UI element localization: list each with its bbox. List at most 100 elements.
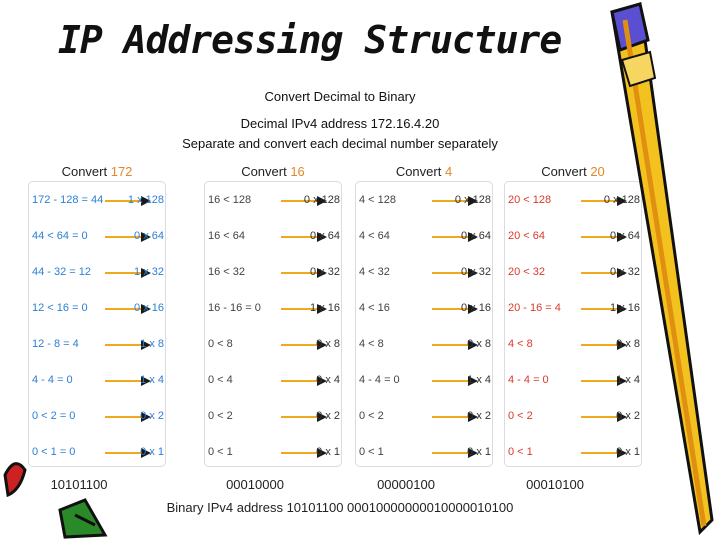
arrow-icon [105, 448, 151, 458]
arrow-icon [281, 448, 327, 458]
step-expression: 172 - 128 = 44 [32, 194, 104, 206]
step-expression: 0 < 1 [359, 446, 384, 458]
conversion-row: 0 < 8 0 x 8 [205, 335, 343, 355]
step-expression: 20 - 16 = 4 [508, 302, 561, 314]
arrow-icon [281, 304, 327, 314]
arrow-icon [581, 340, 627, 350]
bit-value: 0 x 8 [316, 338, 340, 350]
bit-value: 1 x 4 [616, 374, 640, 386]
arrow-icon [581, 304, 627, 314]
arrow-icon [432, 304, 478, 314]
bit-value: 0 x 64 [461, 230, 491, 242]
arrow-icon [105, 376, 151, 386]
bit-value: 0 x 128 [603, 194, 640, 206]
bit-value: 0 x 128 [454, 194, 491, 206]
bit-value: 0 x 64 [310, 230, 340, 242]
conversion-row: 4 < 16 0 x 16 [356, 299, 494, 319]
arrow-icon [581, 376, 627, 386]
step-expression: 4 < 16 [359, 302, 390, 314]
binary-result: 00010100 [526, 477, 584, 492]
conversion-row: 0 < 2 0 x 2 [356, 407, 494, 427]
arrow-icon [432, 340, 478, 350]
step-expression: 4 < 32 [359, 266, 390, 278]
step-expression: 0 < 1 = 0 [32, 446, 76, 458]
column-heading-label: Convert [395, 164, 445, 179]
step-expression: 20 < 64 [508, 230, 546, 242]
decorative-clipart-icon [3, 462, 108, 539]
column-heading-label: Convert [241, 164, 291, 179]
bit-value: 0 x 32 [610, 266, 640, 278]
bit-value: 0 x 2 [467, 410, 491, 422]
step-expression: 44 < 64 = 0 [32, 230, 88, 242]
step-expression: 16 - 16 = 0 [208, 302, 261, 314]
conversion-row: 12 - 8 = 4 1 x 8 [29, 335, 167, 355]
step-expression: 16 < 32 [208, 266, 246, 278]
binary-address-line: Binary IPv4 address 10101100 00010000000… [166, 500, 514, 515]
arrow-icon [105, 340, 151, 350]
step-expression: 16 < 128 [208, 194, 252, 206]
pencil-clipart-icon [610, 2, 714, 536]
step-expression: 44 - 32 = 12 [32, 266, 92, 278]
binary-result: 00010000 [226, 477, 284, 492]
bit-value: 0 x 8 [467, 338, 491, 350]
arrow-icon [432, 376, 478, 386]
conversion-row: 16 - 16 = 0 1 x 16 [205, 299, 343, 319]
arrow-icon [281, 340, 327, 350]
bit-value: 0 x 128 [303, 194, 340, 206]
bit-value: 1 x 4 [467, 374, 491, 386]
binary-result: 10101100 [50, 477, 108, 492]
arrow-icon [281, 196, 327, 206]
bit-value: 1 x 8 [140, 338, 164, 350]
arrow-icon [105, 268, 151, 278]
arrow-icon [432, 448, 478, 458]
column-heading-number: 20 [590, 164, 605, 179]
arrow-icon [581, 232, 627, 242]
bit-value: 0 x 16 [461, 302, 491, 314]
conversion-row: 16 < 128 0 x 128 [205, 191, 343, 211]
arrow-icon [432, 268, 478, 278]
column-heading-label: Convert [541, 164, 591, 179]
arrow-icon [581, 196, 627, 206]
column-heading: Convert 172 [28, 164, 166, 179]
binary-result: 00000100 [377, 477, 435, 492]
step-expression: 0 < 2 [359, 410, 384, 422]
arrow-icon [432, 412, 478, 422]
bit-value: 0 x 1 [316, 446, 340, 458]
bit-value: 1 x 16 [310, 302, 340, 314]
conversion-row: 16 < 64 0 x 64 [205, 227, 343, 247]
column-heading-number: 4 [444, 164, 453, 179]
step-expression: 0 < 1 [508, 446, 533, 458]
arrow-icon [281, 376, 327, 386]
arrow-icon [581, 412, 627, 422]
column-heading: Convert 4 [355, 164, 493, 179]
bit-value: 0 x 32 [461, 266, 491, 278]
step-expression: 0 < 8 [208, 338, 233, 350]
step-expression: 16 < 64 [208, 230, 246, 242]
slide-title: IP Addressing Structure [58, 18, 562, 62]
bit-value: 0 x 16 [134, 302, 164, 314]
separate-instruction-line: Separate and convert each decimal number… [182, 136, 498, 151]
step-expression: 12 - 8 = 4 [32, 338, 79, 350]
column-heading-label: Convert [61, 164, 111, 179]
